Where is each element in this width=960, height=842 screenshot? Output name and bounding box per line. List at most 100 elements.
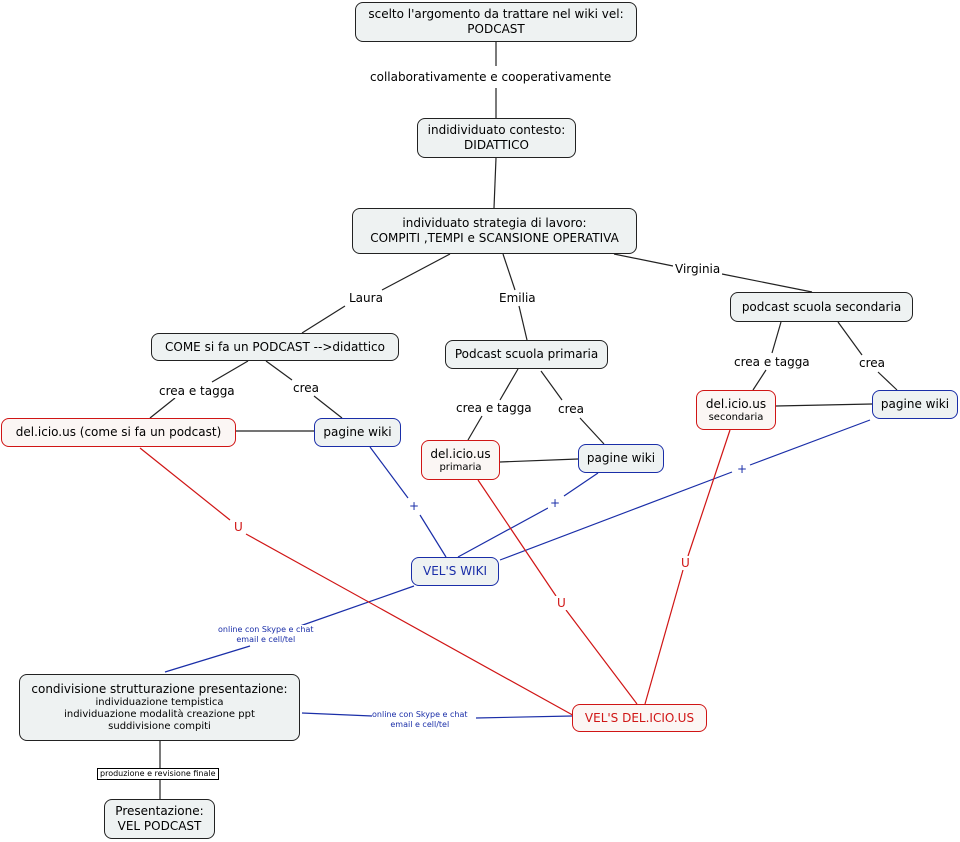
- edge-strategia-virginia: [613, 253, 674, 267]
- edge-wiki-primaria-plus: [563, 472, 599, 497]
- delicious-secondaria-node[interactable]: del.icio.us secondaria: [696, 390, 776, 430]
- edge-come-creatagga: [211, 360, 249, 383]
- label-plus-1: +: [407, 499, 422, 513]
- delicious-laura-label: del.icio.us (come si fa un podcast): [15, 425, 222, 439]
- edge-plus-vels-wiki-1: [419, 514, 447, 558]
- edge-condivisione-online: [301, 712, 373, 717]
- edge-strategia-laura: [381, 253, 451, 291]
- edge-plus-vels-wiki-3: [499, 471, 733, 561]
- label-collab: collaborativamente e cooperativamente: [368, 70, 614, 84]
- label-crea-primaria: crea: [556, 402, 587, 416]
- edge-crea-wiki-laura: [313, 395, 343, 419]
- edge-crea-wiki-primaria: [579, 417, 605, 445]
- edge-union-vels-delicious-2: [565, 609, 638, 705]
- edge-delicious-secondaria-union: [687, 429, 731, 557]
- edge-vels-wiki-online: [299, 585, 415, 627]
- edge-delicious-laura-union: [139, 447, 231, 521]
- edge-virginia-secondaria: [721, 273, 813, 293]
- come-podcast-node[interactable]: COME si fa un PODCAST -->didattico: [151, 333, 399, 361]
- edge-creatagga-delicious-secondaria: [752, 369, 767, 391]
- edge-delicious-primaria-union: [477, 479, 557, 597]
- podcast-secondaria-node[interactable]: podcast scuola secondaria: [730, 292, 913, 322]
- edge-union-vels-delicious-1: [245, 533, 579, 719]
- wiki-primaria-label: pagine wiki: [586, 451, 656, 465]
- condivisione-node[interactable]: condivisione strutturazione presentazion…: [19, 674, 300, 741]
- presentazione-line1: Presentazione:: [115, 804, 204, 818]
- label-online-delicious-line2: email e cell/tel: [390, 720, 450, 729]
- podcast-secondaria-label: podcast scuola secondaria: [741, 299, 902, 314]
- strategia-node-line2: COMPITI ,TEMPI e SCANSIONE OPERATIVA: [370, 231, 619, 245]
- presentazione-node[interactable]: Presentazione: VEL PODCAST: [104, 799, 215, 839]
- delicious-primaria-line2: primaria: [439, 461, 482, 473]
- label-crea-laura: crea: [291, 381, 322, 395]
- edge-primaria-creatagga: [499, 368, 519, 401]
- presentazione-line2: VEL PODCAST: [117, 819, 202, 833]
- delicious-primaria-node[interactable]: del.icio.us primaria: [421, 440, 500, 480]
- label-crea-tagga-primaria: crea e tagga: [454, 401, 534, 415]
- label-online-wiki-line1: online con Skype e chat: [218, 625, 314, 634]
- root-node-line1: scelto l'argomento da trattare nel wiki …: [368, 7, 624, 21]
- edge-wiki-laura-plus: [369, 446, 409, 499]
- root-node-line2: PODCAST: [467, 22, 525, 36]
- wiki-laura-label: pagine wiki: [323, 425, 392, 439]
- root-node[interactable]: scelto l'argomento da trattare nel wiki …: [355, 2, 637, 42]
- edge-strategia-emilia: [502, 253, 516, 291]
- edge-delicious-wiki-primaria: [499, 458, 579, 463]
- label-virginia: Virginia: [673, 262, 723, 276]
- label-union-2: U: [555, 596, 568, 610]
- edge-online-vels-delicious: [475, 715, 573, 719]
- wiki-secondaria-label: pagine wiki: [880, 397, 950, 411]
- edge-union-vels-delicious-3: [644, 569, 684, 705]
- wiki-primaria-node[interactable]: pagine wiki: [578, 444, 664, 473]
- vels-wiki-label: VEL'S WIKI: [422, 564, 488, 578]
- label-plus-3: +: [735, 462, 750, 476]
- label-online-wiki: online con Skype e chat email e cell/tel: [218, 625, 314, 645]
- delicious-secondaria-line1: del.icio.us: [705, 396, 767, 411]
- edge-plus-vels-wiki-2: [457, 507, 549, 558]
- edge-creatagga-delicious-primaria: [467, 415, 483, 441]
- podcast-primaria-label: Podcast scuola primaria: [454, 347, 599, 361]
- label-laura: Laura: [347, 291, 385, 305]
- label-online-wiki-line2: email e cell/tel: [236, 635, 296, 644]
- label-emilia: Emilia: [497, 291, 538, 305]
- edge-secondaria-crea: [837, 321, 863, 356]
- wiki-secondaria-node[interactable]: pagine wiki: [872, 390, 958, 419]
- edge-online-condivisione: [164, 645, 251, 673]
- vels-wiki-node[interactable]: VEL'S WIKI: [411, 557, 499, 586]
- contesto-node[interactable]: indidividuato contesto: DIDATTICO: [417, 118, 576, 158]
- edge-emilia-primaria: [518, 305, 528, 341]
- condivisione-item: individuazione modalità creazione ppt: [64, 709, 255, 720]
- edge-laura-come: [301, 305, 346, 334]
- podcast-primaria-node[interactable]: Podcast scuola primaria: [445, 340, 608, 369]
- strategia-node[interactable]: individuato strategia di lavoro: COMPITI…: [352, 208, 637, 254]
- vels-delicious-node[interactable]: VEL'S DEL.ICIO.US: [572, 704, 707, 732]
- delicious-primaria-line1: del.icio.us: [430, 446, 491, 461]
- edge-come-crea: [265, 360, 293, 381]
- contesto-node-line2: DIDATTICO: [464, 138, 529, 152]
- edge-contesto-strategia: [493, 157, 497, 209]
- label-crea-tagga-secondaria: crea e tagga: [732, 355, 812, 369]
- condivisione-title: condivisione strutturazione presentazion…: [31, 682, 288, 696]
- edge-wiki-secondaria-plus: [749, 419, 871, 466]
- contesto-node-line1: indidividuato contesto:: [427, 123, 566, 137]
- delicious-secondaria-line2: secondaria: [708, 411, 764, 423]
- condivisione-item: individuazione tempistica: [95, 697, 224, 708]
- vels-delicious-label: VEL'S DEL.ICIO.US: [584, 710, 695, 725]
- label-online-delicious: online con Skype e chat email e cell/tel: [372, 710, 468, 730]
- come-podcast-label: COME si fa un PODCAST -->didattico: [165, 339, 385, 354]
- delicious-laura-node[interactable]: del.icio.us (come si fa un podcast): [1, 418, 236, 447]
- wiki-laura-node[interactable]: pagine wiki: [314, 418, 401, 447]
- label-union-1: U: [232, 520, 245, 534]
- label-crea-tagga-laura: crea e tagga: [157, 384, 237, 398]
- strategia-node-line1: individuato strategia di lavoro:: [402, 216, 587, 230]
- label-crea-secondaria: crea: [857, 356, 888, 370]
- label-union-3: U: [679, 556, 692, 570]
- label-online-delicious-line1: online con Skype e chat: [372, 710, 468, 719]
- edge-secondaria-creatagga: [771, 321, 782, 354]
- label-plus-2: +: [548, 496, 563, 510]
- edge-primaria-crea: [540, 370, 563, 401]
- condivisione-item: suddivisione compiti: [108, 721, 211, 732]
- edge-creatagga-delicious-laura: [149, 397, 176, 419]
- edge-crea-wiki-secondaria: [877, 371, 898, 391]
